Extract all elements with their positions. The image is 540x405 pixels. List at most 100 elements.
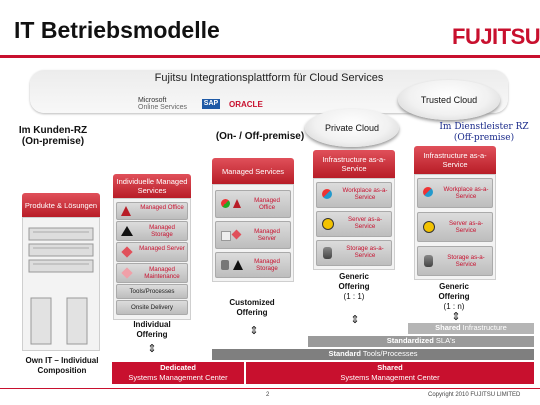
vendor-microsoft-sub: Online Services xyxy=(138,104,188,111)
bar-shared-smc-rest: Systems Management Center xyxy=(340,373,440,382)
produkte-body xyxy=(22,217,100,351)
off-premise-heading: Im Dienstleister RZ (Off-premise) xyxy=(436,122,532,144)
page-number: 2 xyxy=(266,392,270,398)
produkte-caption: Own IT – Individual Composition xyxy=(14,356,110,376)
bar-standardized-sla-bold: Standardized xyxy=(386,336,434,345)
bar-dedicated-smc: Dedicated Systems Management Center xyxy=(112,362,244,384)
individuelle-item-onsite-label: Onsite Delivery xyxy=(131,304,173,311)
vendor-oracle-logo: ORACLE xyxy=(229,100,263,109)
iaas-private-item-server: Server as-a-Service xyxy=(316,211,392,237)
bar-shared-infrastructure: Shared Infrastructure xyxy=(408,323,534,334)
iaas-private-header: Infrastructure as-a-Service xyxy=(313,150,395,178)
on-off-premise-heading: (On- / Off-premise) xyxy=(215,131,305,142)
iaas-private-item-storage: Storage as-a-Service xyxy=(316,240,392,266)
storage-icon xyxy=(121,226,133,236)
iaas-private-caption-line1: Generic xyxy=(339,272,369,281)
fujitsu-logo: FUJITSU xyxy=(452,24,540,49)
server-icon xyxy=(221,231,231,241)
arrow-iaas-trusted: ⇕ xyxy=(451,311,461,323)
footer-divider xyxy=(0,388,540,389)
trusted-cloud-shape xyxy=(398,80,500,120)
iaas-private-item-workplace: Workplace as-a-Service xyxy=(316,182,392,208)
individuelle-caption: Individual Offering xyxy=(113,320,191,340)
server-diamond-icon xyxy=(231,229,242,240)
vendor-microsoft-label: Microsoft xyxy=(138,97,167,104)
on-premise-heading-line1: Im Kunden-RZ xyxy=(18,125,88,136)
iaas-trusted-caption-line1: Generic xyxy=(439,282,469,291)
managed-item-server: Managed Server xyxy=(215,221,291,249)
linux-icon xyxy=(322,218,334,230)
arrow-individuelle: ⇕ xyxy=(147,343,157,355)
individuelle-item-tools-label: Tools/Processes xyxy=(129,288,175,295)
linux-icon xyxy=(423,221,435,233)
managed-item-storage-label: Managed Storage xyxy=(254,258,280,272)
individuelle-caption-line2: Offering xyxy=(136,330,168,339)
produkte-caption-line2: Composition xyxy=(37,366,87,375)
iaas-trusted-header: Infrastructure as-a-Service xyxy=(414,146,496,174)
windows-icon xyxy=(423,187,433,197)
iaas-trusted-caption: Generic Offering (1 : n) xyxy=(410,282,498,312)
managed-caption-line2: Offering xyxy=(236,308,268,317)
individuelle-item-server-label: Managed Server xyxy=(139,245,185,252)
managed-item-office-label: Managed Office xyxy=(254,197,280,211)
managed-item-storage: Managed Storage xyxy=(215,252,291,278)
individuelle-item-tools: Tools/Processes xyxy=(116,284,188,299)
bar-standard-tools-bold: Standard xyxy=(328,349,361,358)
bar-standard-tools: Standard Tools/Processes xyxy=(212,349,534,360)
storage-icon xyxy=(323,247,332,259)
individuelle-item-office-label: Managed Office xyxy=(140,204,184,211)
bar-shared-infrastructure-rest: Infrastructure xyxy=(460,323,507,332)
individuelle-item-storage-label: Managed Storage xyxy=(149,224,175,238)
off-premise-heading-line2: (Off-premise) xyxy=(453,133,515,143)
iaas-private-caption-ratio: (1 : 1) xyxy=(343,292,365,301)
bar-standard-tools-rest: Tools/Processes xyxy=(360,349,418,358)
iaas-trusted-item-storage: Storage as-a-Service xyxy=(417,246,493,276)
iaas-trusted-item-server: Server as-a-Service xyxy=(417,212,493,242)
iaas-private-item-storage-label: Storage as-a-Service xyxy=(346,245,384,259)
office-icon xyxy=(233,199,241,208)
vendor-sap-logo: SAP xyxy=(202,99,220,109)
on-premise-heading: Im Kunden-RZ (On-premise) xyxy=(6,125,100,147)
individuelle-header: Individuelle Managed Services xyxy=(113,174,191,198)
windows-icon xyxy=(322,189,332,199)
private-cloud-label: Private Cloud xyxy=(324,123,380,133)
produkte-caption-line1: Own IT – Individual xyxy=(25,356,99,365)
bar-shared-smc: Shared Systems Management Center xyxy=(246,362,534,384)
individuelle-item-server: Managed Server xyxy=(116,242,188,262)
individuelle-item-maintenance-label: Managed Maintenance xyxy=(144,266,180,280)
header-divider xyxy=(0,55,540,58)
managed-item-office: Managed Office xyxy=(215,190,291,218)
server-icon xyxy=(121,246,133,258)
iaas-trusted-caption-line2: Offering xyxy=(438,292,470,301)
off-premise-heading-line1: Im Dienstleister RZ xyxy=(439,122,529,132)
produkte-header: Produkte & Lösungen xyxy=(22,193,100,217)
managed-header: Managed Services xyxy=(212,158,294,184)
iaas-private-caption-line2: Offering xyxy=(338,282,370,291)
bar-standardized-sla: Standardized SLA's xyxy=(308,336,534,347)
managed-caption: Customized Offering xyxy=(208,298,296,318)
vendor-microsoft: Microsoft Online Services xyxy=(138,97,187,111)
storage-icon xyxy=(424,255,433,267)
managed-item-server-label: Managed Server xyxy=(254,228,280,242)
trusted-cloud-label: Trusted Cloud xyxy=(420,95,478,105)
individuelle-item-office: Managed Office xyxy=(116,202,188,220)
page-title: IT Betriebsmodelle xyxy=(14,17,220,43)
bar-shared-smc-bold: Shared xyxy=(377,363,403,372)
server-hardware-icon xyxy=(28,227,94,345)
maintenance-icon xyxy=(121,267,133,279)
iaas-trusted-item-workplace-label: Workplace as-a-Service xyxy=(443,186,489,200)
windows-icon xyxy=(221,199,230,208)
iaas-private-item-workplace-label: Workplace as-a-Service xyxy=(342,187,388,201)
platform-title: Fujitsu Integrationsplattform für Cloud … xyxy=(154,72,384,84)
bar-shared-infrastructure-bold: Shared xyxy=(435,323,461,332)
arrow-managed: ⇕ xyxy=(249,325,259,337)
copyright: Copyright 2010 FUJITSU LIMITED xyxy=(428,392,521,398)
managed-caption-line1: Customized xyxy=(229,298,275,307)
iaas-trusted-item-storage-label: Storage as-a-Service xyxy=(447,254,485,268)
individuelle-item-onsite: Onsite Delivery xyxy=(116,300,188,315)
bar-standardized-sla-rest: SLA's xyxy=(433,336,456,345)
on-premise-heading-line2: (On-premise) xyxy=(21,136,85,147)
iaas-private-item-server-label: Server as-a-Service xyxy=(347,216,383,230)
private-cloud-shape xyxy=(305,109,399,147)
storage-triangle-icon xyxy=(233,260,243,270)
